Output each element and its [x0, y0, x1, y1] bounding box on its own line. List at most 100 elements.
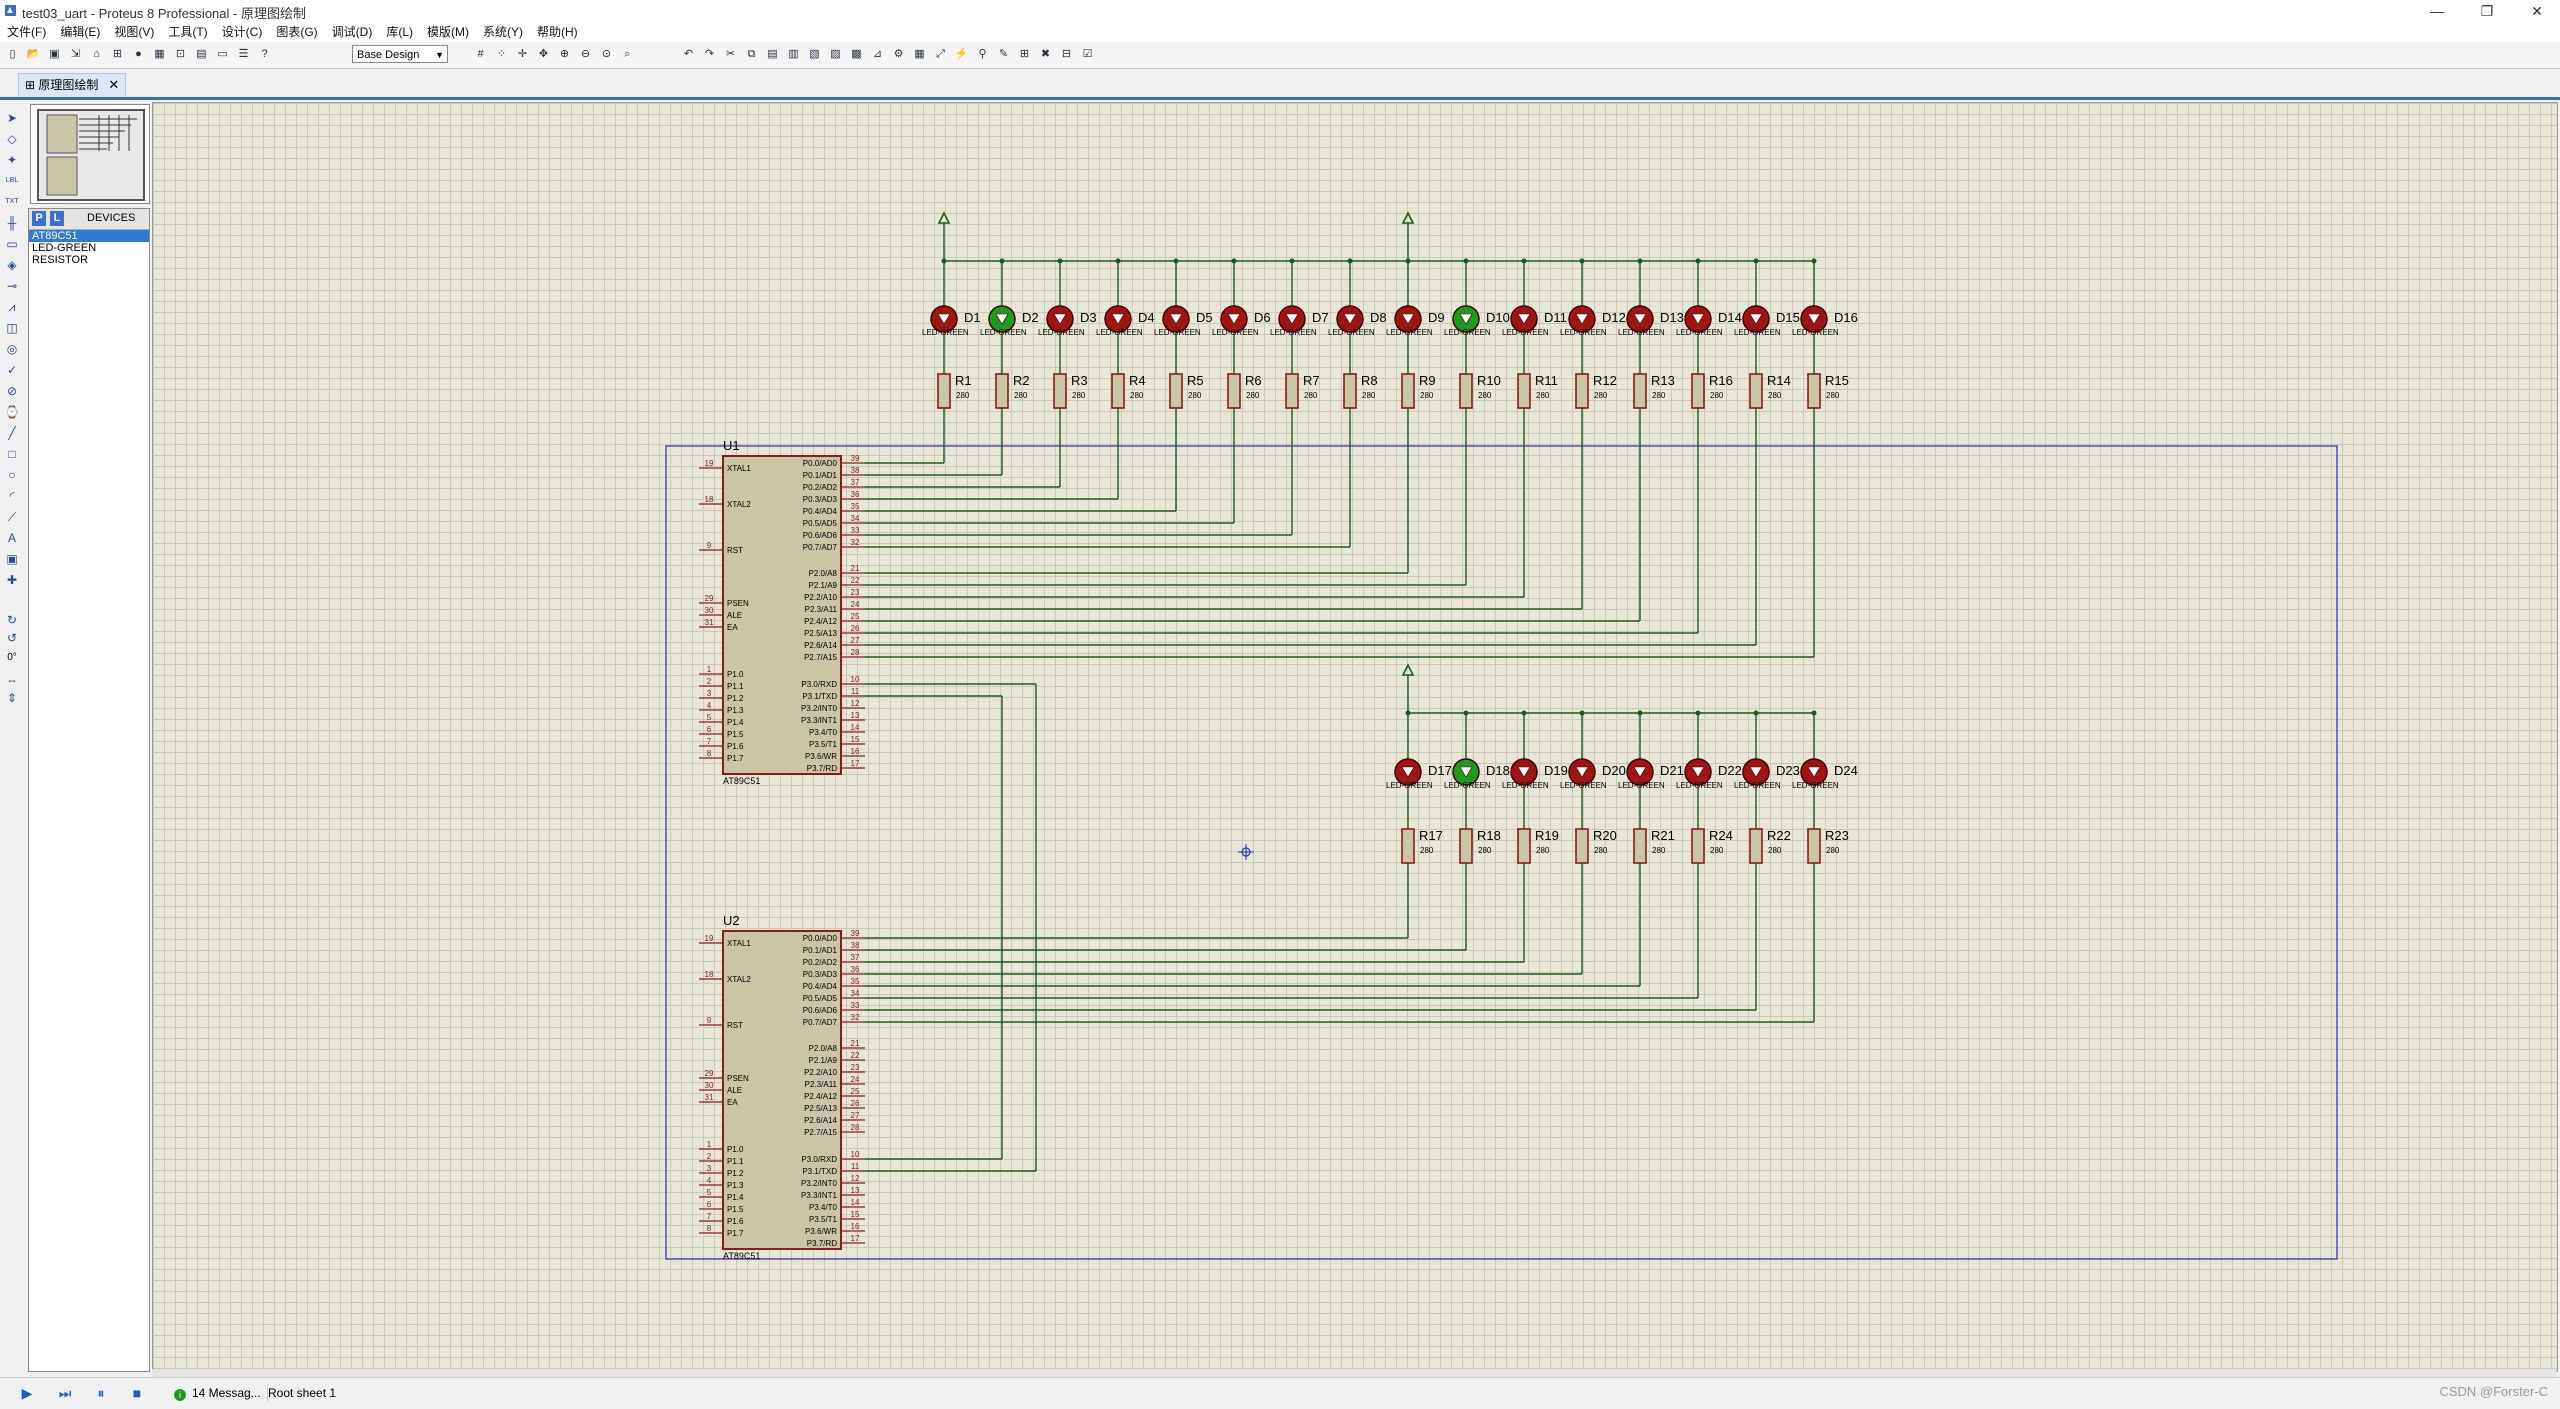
menu-item-4[interactable]: 设计(C): [221, 25, 263, 39]
netlist-icon[interactable]: ⊟: [1061, 48, 1072, 60]
block-move-icon[interactable]: ▧: [809, 48, 820, 60]
wire-autoroute-icon[interactable]: ⚡: [954, 48, 969, 60]
menu-item-5[interactable]: 图表(G): [276, 25, 318, 39]
bus-icon[interactable]: ╫: [7, 216, 17, 230]
menu-item-9[interactable]: 系统(Y): [483, 25, 523, 39]
play-icon[interactable]: ▶: [21, 1385, 33, 1401]
search-icon[interactable]: ⚲: [978, 48, 987, 60]
make-device-icon[interactable]: ⚙: [893, 48, 904, 60]
zoom-all-icon[interactable]: ⊙: [601, 48, 612, 60]
decompose-icon[interactable]: ⤢: [936, 48, 945, 60]
minimize-button[interactable]: —: [2430, 3, 2444, 19]
arc-icon[interactable]: ◜: [9, 489, 15, 503]
close-tab-icon[interactable]: ✕: [108, 77, 120, 92]
block-copy-icon[interactable]: ▥: [788, 48, 799, 60]
text-icon[interactable]: A: [7, 531, 16, 545]
pointer-icon[interactable]: ➤: [6, 111, 18, 125]
menu-item-10[interactable]: 帮助(H): [537, 25, 578, 39]
block-rotate-icon[interactable]: ▨: [830, 48, 841, 60]
undo-icon[interactable]: ↶: [683, 48, 694, 60]
marker-icon[interactable]: ✚: [6, 573, 18, 587]
menu-item-3[interactable]: 工具(T): [168, 25, 208, 39]
pcb-icon[interactable]: ▦: [154, 48, 165, 60]
doc-icon[interactable]: ▭: [217, 48, 228, 60]
subcircuit-icon[interactable]: ▭: [6, 237, 18, 251]
list-icon[interactable]: ☰: [238, 48, 249, 60]
probe-i-icon[interactable]: ⊘: [6, 384, 18, 398]
wire-label-icon[interactable]: LBL: [5, 177, 19, 184]
open-file-icon[interactable]: 📂: [26, 48, 41, 60]
zoom-area-icon[interactable]: ⌕: [624, 48, 631, 60]
tape-icon[interactable]: ◫: [6, 321, 18, 335]
copy-icon[interactable]: ⧉: [747, 48, 756, 60]
paste-icon[interactable]: ▤: [767, 48, 778, 60]
new-sheet-icon[interactable]: ⊞: [1019, 48, 1030, 60]
dot-grid-icon[interactable]: ⁘: [496, 48, 507, 60]
close-window-button[interactable]: ✕: [2531, 3, 2543, 19]
schematic-icon[interactable]: ⊞: [112, 48, 123, 60]
text-script-icon[interactable]: TXT: [5, 198, 19, 205]
instrument-icon[interactable]: ⌚: [4, 405, 20, 419]
menu-item-2[interactable]: 视图(V): [114, 25, 155, 39]
library-manager-button[interactable]: L: [50, 211, 64, 226]
zoom-in-icon[interactable]: ⊕: [559, 48, 570, 60]
box-icon[interactable]: □: [8, 447, 16, 461]
path-icon[interactable]: ⟋: [7, 510, 17, 524]
remove-sheet-icon[interactable]: ✖: [1040, 48, 1051, 60]
menu-item-0[interactable]: 文件(F): [7, 25, 47, 39]
rotate-cw-icon[interactable]: ↻: [6, 613, 18, 627]
save-icon[interactable]: ▣: [49, 48, 60, 60]
tab-schematic[interactable]: ⊞ 原理图绘制✕: [18, 73, 127, 96]
gerber-icon[interactable]: ⊡: [175, 48, 186, 60]
step-icon[interactable]: ⏭: [58, 1385, 72, 1401]
junction-icon[interactable]: ✦: [6, 153, 18, 167]
pick-device-icon[interactable]: ⊿: [872, 48, 883, 60]
power-terminal: [937, 211, 951, 224]
flip-v-icon[interactable]: ⇕: [6, 691, 18, 705]
stop-icon[interactable]: ●: [135, 48, 142, 60]
origin-icon[interactable]: ✛: [517, 48, 528, 60]
horizontal-scrollbar[interactable]: [152, 1369, 2556, 1377]
menu-item-8[interactable]: 模版(M): [427, 25, 469, 39]
block-delete-icon[interactable]: ▩: [851, 48, 862, 60]
cut-icon[interactable]: ✂: [725, 48, 736, 60]
circle-icon[interactable]: ○: [8, 468, 16, 482]
graph-icon[interactable]: ⩘: [8, 300, 16, 314]
pan-icon[interactable]: ✥: [538, 48, 549, 60]
menu-item-1[interactable]: 编辑(E): [60, 25, 101, 39]
component-icon[interactable]: ◇: [7, 132, 17, 146]
zoom-out-icon[interactable]: ⊖: [580, 48, 591, 60]
device-item[interactable]: AT89C51: [29, 230, 149, 242]
help-icon[interactable]: ?: [261, 48, 268, 60]
angle-field[interactable]: 0°: [7, 652, 17, 663]
symbol-icon[interactable]: ▣: [6, 552, 18, 566]
import-icon[interactable]: ⇲: [70, 48, 81, 60]
stop-sim-icon[interactable]: ■: [132, 1385, 142, 1401]
rotate-ccw-icon[interactable]: ↺: [6, 631, 18, 645]
home-icon[interactable]: ⌂: [93, 48, 100, 60]
pick-devices-button[interactable]: P: [32, 211, 46, 226]
package-icon[interactable]: ▦: [914, 48, 925, 60]
new-file-icon[interactable]: ▯: [9, 48, 16, 60]
restore-button[interactable]: ❐: [2480, 3, 2494, 19]
line-icon[interactable]: ╱: [8, 426, 16, 440]
property-icon[interactable]: ✎: [998, 48, 1009, 60]
device-item[interactable]: RESISTOR: [32, 254, 89, 266]
menu-item-7[interactable]: 库(L): [386, 25, 413, 39]
device-item[interactable]: LED-GREEN: [32, 242, 97, 254]
erc-icon[interactable]: ☑: [1082, 48, 1093, 60]
design-select[interactable]: Base Design▼: [352, 45, 448, 63]
menu-item-6[interactable]: 调试(D): [331, 25, 373, 39]
pin-icon[interactable]: ⊸: [6, 279, 18, 293]
bom-icon[interactable]: ▤: [196, 48, 207, 60]
terminal-icon[interactable]: ◈: [7, 258, 17, 272]
redo-icon[interactable]: ↷: [704, 48, 715, 60]
probe-v-icon[interactable]: ✓: [6, 363, 18, 377]
flip-h-icon[interactable]: ⇔: [6, 673, 18, 687]
generator-icon[interactable]: ◎: [6, 342, 18, 356]
pause-icon[interactable]: ⏸: [97, 1385, 105, 1401]
grid-icon[interactable]: #: [477, 48, 484, 60]
overview-window[interactable]: [30, 104, 150, 204]
